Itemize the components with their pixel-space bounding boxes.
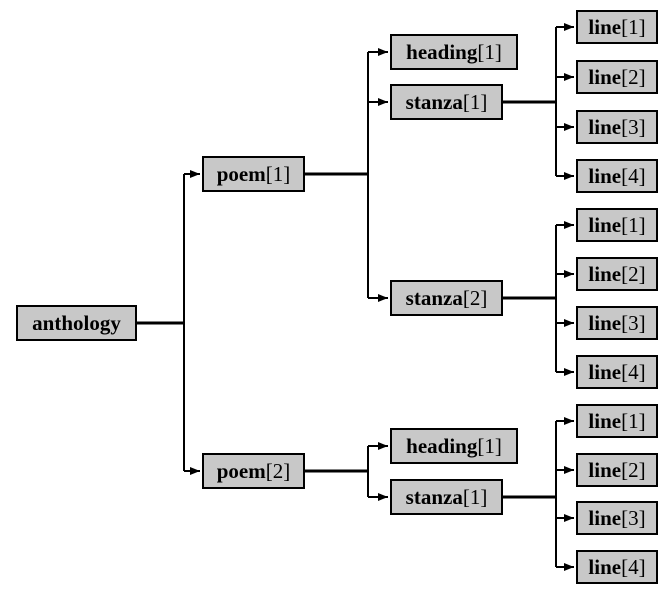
node-label: line (588, 163, 622, 188)
node-poem1-stanza2-line4: line[4] (576, 355, 658, 389)
node-label-index: [1] (462, 484, 488, 509)
node-label: line (588, 14, 622, 39)
node-label-index: [1] (462, 89, 488, 114)
node-label-index: [3] (621, 114, 646, 139)
node-poem2-heading1: heading[1] (390, 428, 518, 464)
node-poem2: poem[2] (202, 453, 305, 489)
node-poem2-stanza1-line3: line[3] (576, 501, 658, 535)
node-poem2-stanza1-line1: line[1] (576, 404, 658, 438)
node-poem1-stanza2: stanza[2] (390, 280, 503, 316)
node-label-index: [3] (621, 310, 646, 335)
node-poem1-stanza1-line4: line[4] (576, 159, 658, 193)
node-label-index: [1] (477, 39, 502, 64)
node-label-index: [2] (621, 64, 646, 89)
node-label: line (588, 408, 622, 433)
node-poem1-stanza1: stanza[1] (390, 84, 503, 120)
node-label-index: [2] (621, 457, 646, 482)
node-poem1-stanza2-line2: line[2] (576, 257, 658, 291)
node-label-index: [2] (621, 261, 646, 286)
node-label-index: [2] (462, 285, 488, 310)
node-label-index: [1] (621, 408, 646, 433)
node-label-index: [4] (621, 163, 646, 188)
node-label: line (588, 359, 622, 384)
node-poem1-stanza1-line1: line[1] (576, 10, 658, 44)
node-label-index: [4] (621, 359, 646, 384)
node-label: anthology (32, 310, 121, 335)
node-label-index: [1] (265, 161, 291, 186)
node-poem1-stanza2-line3: line[3] (576, 306, 658, 340)
node-label: poem (216, 161, 266, 186)
node-poem1-heading1: heading[1] (390, 34, 518, 70)
edge-junction-verticals (183, 27, 557, 567)
node-poem2-stanza1-line4: line[4] (576, 550, 658, 584)
node-label: line (588, 554, 622, 579)
edge-trunk-lines (137, 100, 555, 499)
edge-arrows (184, 23, 574, 571)
node-label: heading (406, 39, 478, 64)
node-label: stanza (405, 285, 463, 310)
node-poem2-stanza1: stanza[1] (390, 479, 503, 515)
node-label: line (588, 64, 622, 89)
node-anthology: anthology (16, 305, 137, 341)
node-label: line (588, 505, 622, 530)
node-poem1-stanza1-line2: line[2] (576, 60, 658, 94)
node-label: line (588, 457, 622, 482)
node-label-index: [2] (265, 458, 291, 483)
node-label: line (588, 212, 622, 237)
node-label: stanza (405, 484, 463, 509)
node-poem1-stanza1-line3: line[3] (576, 110, 658, 144)
node-label-index: [1] (477, 433, 502, 458)
node-label: stanza (405, 89, 463, 114)
node-label: poem (216, 458, 266, 483)
node-poem1: poem[1] (202, 156, 305, 192)
node-label: line (588, 114, 622, 139)
node-poem1-stanza2-line1: line[1] (576, 208, 658, 242)
node-label-index: [1] (621, 14, 646, 39)
node-poem2-stanza1-line2: line[2] (576, 453, 658, 487)
node-label-index: [3] (621, 505, 646, 530)
node-label: line (588, 310, 622, 335)
node-label: heading (406, 433, 478, 458)
node-label-index: [1] (621, 212, 646, 237)
node-label-index: [4] (621, 554, 646, 579)
node-label: line (588, 261, 622, 286)
